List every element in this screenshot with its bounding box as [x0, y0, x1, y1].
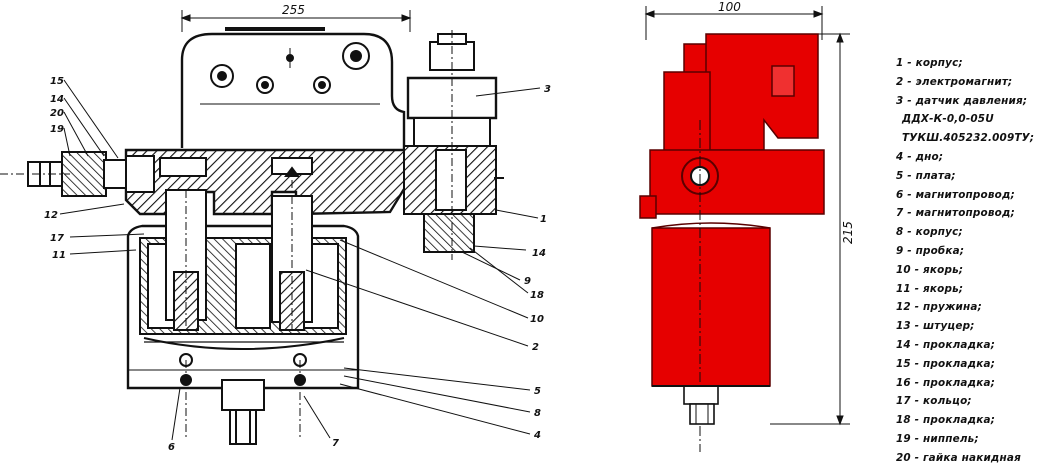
callout: 2	[532, 342, 539, 353]
side-block	[663, 71, 711, 161]
legend-item: 20 - гайка накидная	[896, 451, 1021, 464]
legend-item: 12 - пружина;	[896, 301, 982, 314]
legend-item: 8 - корпус;	[896, 226, 963, 239]
callout-numbers: 3 1 14 9 18 10 2 5 8 4 6 7 11 17 12 15 1…	[44, 3, 551, 453]
legend-item: 16 - прокладка;	[896, 376, 996, 389]
dimension-label: 215	[841, 221, 855, 244]
callout: 12	[44, 210, 58, 221]
legend-item: 18 - прокладка;	[896, 414, 996, 427]
parts-legend: 1 - корпус; 2 - электромагнит; 3 - датчи…	[896, 54, 1056, 464]
legend-item: 3 - датчик давления;	[896, 94, 1028, 107]
bracket-plate	[180, 32, 406, 150]
legend-item: 17 - кольцо;	[896, 395, 972, 408]
left-fitting	[0, 151, 155, 197]
legend-item: 9 - пробка;	[896, 244, 965, 257]
legend-item: 4 - дно;	[896, 150, 944, 163]
mid-body	[649, 149, 825, 215]
dimension-255	[180, 10, 412, 32]
legend-item: 2 - электромагнит;	[896, 75, 1013, 88]
legend-item: 11 - якорь;	[896, 282, 964, 295]
legend-item: 5 - плата;	[896, 169, 956, 182]
leader-lines	[59, 79, 541, 441]
callout: 7	[332, 438, 339, 449]
callout: 10	[530, 314, 544, 325]
callout: 18	[530, 290, 544, 301]
callout: 4	[533, 430, 541, 441]
callout: 20	[50, 108, 64, 119]
upper-body	[705, 33, 819, 151]
dimension-100	[644, 6, 824, 40]
dimension-label: 255	[282, 3, 305, 17]
legend-item: 6 - магнитопровод;	[896, 188, 1015, 201]
legend-item: 10 - якорь;	[896, 263, 964, 276]
callout: 3	[544, 84, 551, 95]
magnet-can	[651, 227, 771, 387]
bottom-connector	[179, 353, 307, 445]
legend-item: 13 - штуцер;	[896, 320, 975, 333]
callout: 14	[50, 94, 64, 105]
legend-item: ТУКШ.405232.009ТУ;	[902, 132, 1035, 145]
callout: 17	[50, 233, 64, 244]
red-assembly	[639, 33, 825, 387]
callout: 14	[532, 248, 546, 259]
legend-item: 15 - прокладка;	[896, 357, 996, 370]
callout: 8	[534, 408, 541, 419]
callout: 9	[524, 276, 531, 287]
callout: 19	[50, 124, 64, 135]
callout: 5	[534, 386, 541, 397]
callout: 6	[168, 442, 175, 453]
pressure-sensor	[403, 30, 504, 260]
callout: 11	[52, 250, 66, 261]
legend-item: 1 - корпус;	[896, 57, 963, 69]
legend-item: 14 - прокладка;	[896, 338, 996, 351]
electromagnet	[126, 166, 360, 390]
dimension-label: 100	[718, 0, 741, 14]
legend-item: 19 - ниппель;	[896, 432, 979, 445]
legend-item: 7 - магнитопровод;	[896, 207, 1015, 220]
sectional-view	[0, 10, 541, 445]
side-details	[652, 120, 770, 452]
callout: 15	[50, 76, 64, 87]
callout: 1	[540, 214, 547, 225]
legend-item: ДДХ-К-0,0-05U	[902, 113, 994, 126]
side-view: 100 215	[639, 0, 855, 452]
